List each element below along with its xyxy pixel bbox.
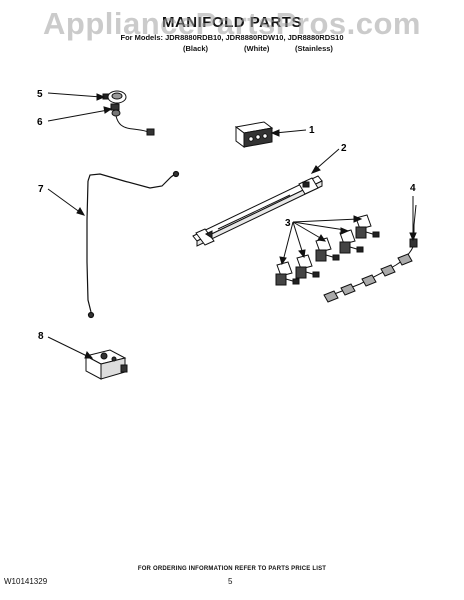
- callout-6: 6: [37, 117, 43, 128]
- part-1-block: [234, 121, 274, 148]
- callout-7: 7: [38, 184, 44, 195]
- callout-8: 8: [38, 331, 44, 342]
- finish-black: (Black): [183, 44, 209, 53]
- finish-stainless: (Stainless): [295, 44, 333, 53]
- leader-lines: [47, 92, 417, 359]
- callout-1: 1: [309, 125, 315, 136]
- callout-2: 2: [341, 143, 347, 154]
- part-7-gas-tube: [86, 170, 180, 319]
- valve-2: [295, 254, 320, 279]
- ordering-note: FOR ORDERING INFORMATION REFER TO PARTS …: [137, 566, 327, 572]
- part-8-regulator: [84, 349, 128, 380]
- part-2-bracket: [192, 175, 323, 247]
- part-3-valves: [275, 214, 380, 286]
- document-number: W10141329: [4, 577, 48, 586]
- models-line: For Models: JDR8880RDB10, JDR8880RDW10, …: [120, 33, 344, 42]
- finish-white: (White): [244, 44, 270, 53]
- valve-1: [275, 261, 300, 286]
- page-number: 5: [228, 577, 233, 586]
- watermark-text: AppliancePartsPros.com: [43, 6, 421, 41]
- valve-3: [315, 237, 340, 262]
- callout-4: 4: [410, 183, 416, 194]
- valve-4: [339, 229, 364, 254]
- callout-3: 3: [285, 218, 291, 229]
- page-title: MANIFOLD PARTS: [161, 14, 303, 31]
- part-4-harness: [323, 204, 418, 303]
- callout-5: 5: [37, 89, 43, 100]
- part-5-6-valve-assembly: [102, 90, 155, 136]
